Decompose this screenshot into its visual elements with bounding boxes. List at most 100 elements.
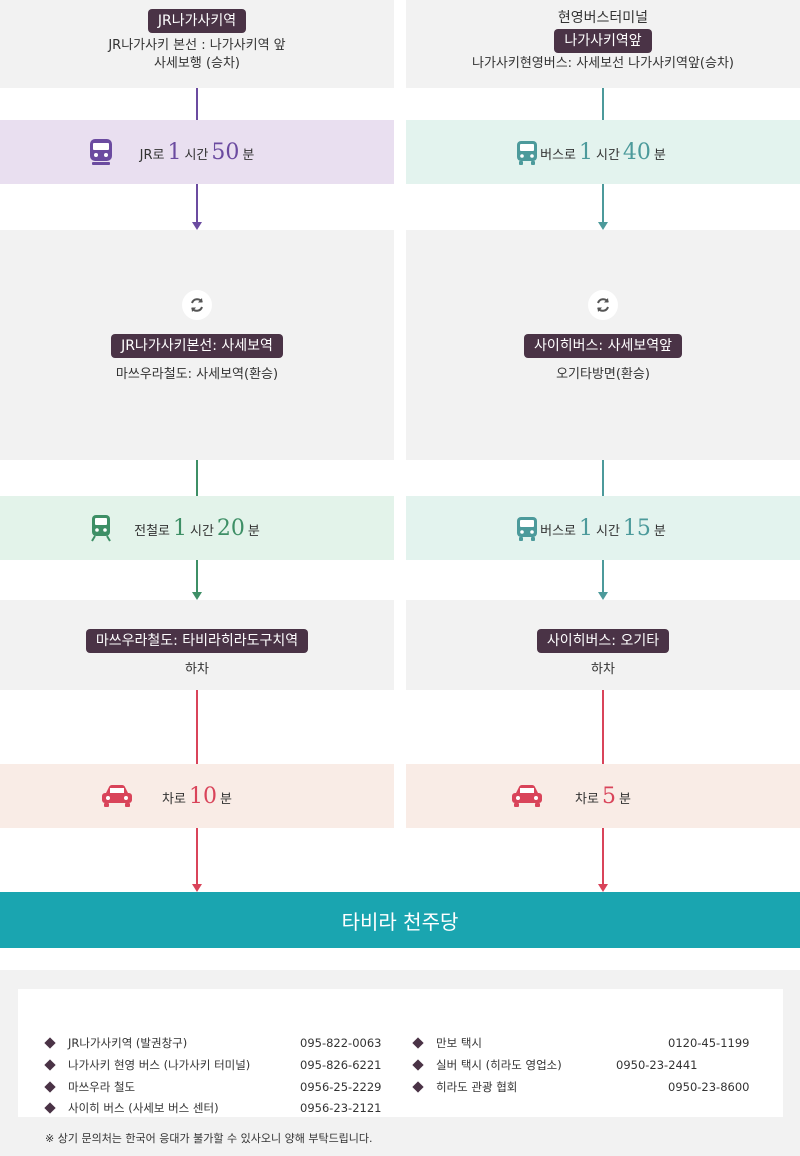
- left-connector-6: [196, 828, 198, 884]
- diamond-bullet-icon: [44, 1037, 56, 1049]
- left-start-line2: 사세보행 (승차): [153, 56, 241, 71]
- diamond-bullet-icon: [412, 1059, 424, 1071]
- contact-name: JR나가사키역 (발권창구): [68, 1036, 188, 1050]
- right-connector-4: [602, 560, 604, 593]
- right-leg3-prefix: 차로: [575, 791, 599, 807]
- disclaimer-note: ※ 상기 문의처는 한국어 응대가 불가할 수 있사오니 양해 부탁드립니다.: [45, 1132, 373, 1145]
- contact-phone[interactable]: 0956-25-2229: [300, 1080, 382, 1094]
- left-leg1-prefix: JR로: [139, 147, 165, 163]
- right-stop-sub: 하차: [591, 662, 615, 677]
- left-leg2-hours-unit: 시간: [190, 523, 214, 539]
- right-start-info: 현영버스터미널 나가사키역앞 나가사키현영버스: 사세보선 나가사키역앞(승차): [406, 9, 800, 73]
- right-arrow-3: [598, 884, 608, 892]
- right-connector-3: [602, 460, 604, 496]
- contact-name: 만보 택시: [436, 1036, 482, 1050]
- contact-item: 마쓰우라 철도: [44, 1078, 136, 1096]
- right-leg1-hours-unit: 시간: [596, 147, 620, 163]
- contact-item: JR나가사키역 (발권창구): [44, 1034, 188, 1052]
- left-connector-1: [196, 88, 198, 120]
- left-connector-4: [196, 560, 198, 593]
- left-transfer-tag: JR나가사키본선: 사세보역: [111, 334, 283, 358]
- contact-phone[interactable]: 0120-45-1199: [668, 1036, 750, 1050]
- contact-name: 히라도 관광 협회: [436, 1080, 518, 1094]
- right-transfer-sub: 오기타방면(환승): [556, 367, 650, 382]
- contact-item: 만보 택시: [412, 1034, 482, 1052]
- right-transfer-info: 사이히버스: 사세보역앞 오기타방면(환승): [406, 290, 800, 384]
- bus-icon: [516, 516, 538, 546]
- destination-title: 타비라 천주당: [341, 909, 459, 934]
- contact-phone[interactable]: 095-826-6221: [300, 1058, 382, 1072]
- right-leg1-minutes: 40: [622, 139, 651, 165]
- contact-phone[interactable]: 095-822-0063: [300, 1036, 382, 1050]
- contact-item: 나가사키 현영 버스 (나가사키 터미널): [44, 1056, 251, 1074]
- contact-phone[interactable]: 0950-23-2441: [616, 1058, 698, 1072]
- right-leg1-minutes-unit: 분: [653, 147, 666, 163]
- right-connector-1: [602, 88, 604, 120]
- diamond-bullet-icon: [44, 1059, 56, 1071]
- left-connector-5: [196, 690, 198, 764]
- contact-item: 히라도 관광 협회: [412, 1078, 518, 1096]
- left-start-info: JR나가사키역 JR나가사키 본선 : 나가사키역 앞 사세보행 (승차): [0, 9, 394, 73]
- diamond-bullet-icon: [412, 1037, 424, 1049]
- diamond-bullet-icon: [412, 1081, 424, 1093]
- right-leg2-hours-unit: 시간: [596, 523, 620, 539]
- car-icon: [510, 784, 544, 812]
- left-arrow-3: [192, 884, 202, 892]
- contact-name: 마쓰우라 철도: [68, 1080, 136, 1094]
- right-stop-info: 사이히버스: 오기타 하차: [406, 629, 800, 679]
- refresh-icon: [588, 290, 618, 320]
- right-leg2-hours: 1: [579, 515, 593, 541]
- left-leg1-minutes-unit: 분: [242, 147, 255, 163]
- right-leg2-prefix: 버스로: [540, 523, 576, 539]
- left-start-line1: JR나가사키 본선 : 나가사키역 앞: [108, 38, 286, 53]
- contact-phone[interactable]: 0950-23-8600: [668, 1080, 750, 1094]
- right-connector-6: [602, 828, 604, 884]
- contacts-box: JR나가사키역 (발권창구) 095-822-0063 나가사키 현영 버스 (…: [18, 989, 783, 1117]
- diamond-bullet-icon: [44, 1102, 56, 1114]
- right-connector-5: [602, 690, 604, 764]
- diamond-bullet-icon: [44, 1081, 56, 1093]
- bus-icon: [516, 140, 538, 170]
- right-leg3-minutes: 5: [601, 783, 616, 809]
- left-leg2-prefix: 전철로: [134, 523, 170, 539]
- right-leg1-prefix: 버스로: [540, 147, 576, 163]
- left-stop-sub: 하차: [185, 662, 209, 677]
- right-start-line1: 나가사키현영버스: 사세보선 나가사키역앞(승차): [472, 56, 734, 71]
- right-leg3-minutes-unit: 분: [618, 791, 631, 807]
- car-icon: [100, 784, 134, 812]
- train-icon: [90, 514, 112, 546]
- right-leg2-minutes-unit: 분: [653, 523, 666, 539]
- right-arrow-2: [598, 592, 608, 600]
- left-leg3-prefix: 차로: [162, 791, 186, 807]
- right-leg1-hours: 1: [579, 139, 593, 165]
- left-stop-info: 마쓰우라철도: 타비라히라도구치역 하차: [0, 629, 394, 679]
- contact-name: 나가사키 현영 버스 (나가사키 터미널): [68, 1058, 251, 1072]
- right-arrow-1: [598, 222, 608, 230]
- contact-item: 사이히 버스 (사세보 버스 센터): [44, 1099, 219, 1117]
- right-start-tag: 나가사키역앞: [554, 29, 652, 53]
- left-leg1-minutes: 50: [211, 139, 240, 165]
- left-leg2-hours: 1: [173, 515, 187, 541]
- left-leg1-hours: 1: [167, 139, 182, 165]
- destination-banner: 타비라 천주당: [0, 892, 800, 948]
- left-leg3-minutes-unit: 분: [219, 791, 232, 807]
- right-leg2-minutes: 15: [622, 515, 651, 541]
- right-connector-2: [602, 184, 604, 222]
- left-arrow-1: [192, 222, 202, 230]
- contact-phone[interactable]: 0956-23-2121: [300, 1101, 382, 1115]
- left-arrow-2: [192, 592, 202, 600]
- left-connector-3: [196, 460, 198, 496]
- contact-name: 실버 택시 (히라도 영업소): [436, 1058, 562, 1072]
- left-transfer-info: JR나가사키본선: 사세보역 마쓰우라철도: 사세보역(환승): [0, 290, 394, 384]
- right-transfer-tag: 사이히버스: 사세보역앞: [524, 334, 682, 358]
- refresh-icon: [182, 290, 212, 320]
